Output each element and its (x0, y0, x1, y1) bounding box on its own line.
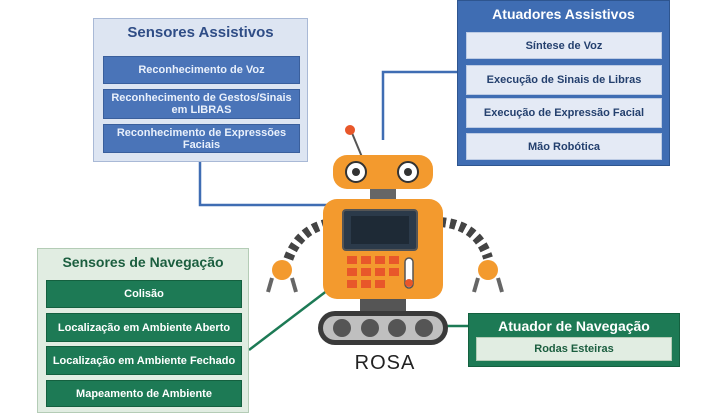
panel-title: Atuador de Navegação (498, 318, 650, 334)
list-item: Síntese de Voz (466, 32, 662, 59)
list-item: Reconhecimento de Expressões Faciais (103, 124, 300, 153)
robot-keypad (347, 256, 399, 288)
list-item: Localização em Ambiente Fechado (46, 346, 242, 375)
list-item: Mão Robótica (466, 133, 662, 160)
list-item: Localização em Ambiente Aberto (46, 313, 242, 342)
robot-name-label: ROSA (354, 352, 416, 374)
panel-title: Atuadores Assistivos (492, 6, 635, 22)
connector-sensores-navegacao (248, 289, 329, 351)
antenna (351, 132, 363, 158)
robot-base (360, 299, 406, 311)
antenna-tip (345, 125, 355, 135)
panel-atuador-navegacao: Atuador de Navegação Rodas Esteiras (468, 313, 680, 367)
robot-arm-right (439, 217, 493, 260)
robot-arm-left (283, 217, 339, 262)
robot-neck (370, 189, 396, 199)
list-item: Colisão (46, 280, 242, 308)
list-item: Reconhecimento de Voz (103, 56, 300, 84)
panel-atuadores-assistivos: Atuadores Assistivos Síntese de Voz Exec… (457, 0, 670, 166)
list-item: Rodas Esteiras (476, 337, 672, 361)
robot-claw-left (266, 277, 298, 293)
panel-title: Sensores Assistivos (127, 24, 274, 41)
connector-atuadores-assistivos (381, 70, 457, 140)
panel-sensores-assistivos: Sensores Assistivos Reconhecimento de Vo… (93, 18, 308, 162)
robot-claw-right (472, 277, 504, 293)
panel-title: Sensores de Navegação (62, 254, 224, 270)
list-item: Mapeamento de Ambiente (46, 380, 242, 407)
connector-sensores-assistivos (198, 162, 340, 207)
list-item: Execução de Sinais de Libras (466, 65, 662, 95)
list-item: Reconhecimento de Gestos/Sinais em LIBRA… (103, 89, 300, 119)
list-item: Execução de Expressão Facial (466, 98, 662, 128)
panel-sensores-navegacao: Sensores de Navegação Colisão Localizaçã… (37, 248, 249, 413)
